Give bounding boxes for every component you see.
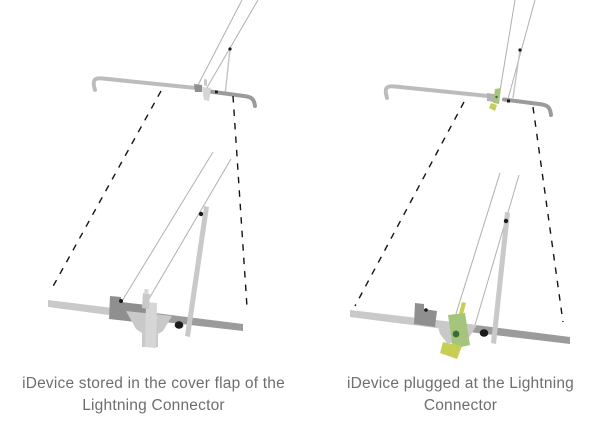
crossbar-dark-segment (452, 322, 570, 344)
steering-column-line (474, 174, 520, 326)
lightning-connector-tip (144, 289, 149, 295)
handlebar-right-segment (502, 97, 553, 117)
panel-stored-diagram (48, 0, 259, 348)
kickstand-bar (185, 206, 209, 337)
overview-stored (91, 0, 259, 108)
pivot-bolt (174, 321, 184, 329)
dashed-guide-left (50, 90, 162, 291)
strut-pivot-dot (518, 48, 522, 52)
caption-plugged-line-1: iDevice plugged at the Lightning (346, 375, 574, 392)
cover-flap-small (202, 87, 211, 101)
handlebar-right-segment (204, 89, 257, 108)
kickstand-pivot-dot (198, 211, 204, 217)
caption-plugged-line-2: Connector (423, 396, 498, 414)
support-strut (224, 48, 231, 96)
crossbar-dark-segment (155, 313, 243, 331)
bolt-dot (215, 90, 218, 94)
steering-column-line (498, 0, 516, 98)
cover-flap-stem (145, 302, 157, 348)
bracket-pivot-dot (119, 299, 123, 303)
pivot-bolt (479, 329, 489, 337)
handlebar-left-segment (91, 76, 198, 92)
idevice-button-dot (452, 330, 460, 338)
magnifier-guides-plugged (354, 101, 564, 323)
caption-stored: iDevice stored in the cover flap of the … (0, 373, 307, 416)
steering-column-line (121, 151, 214, 302)
steering-column-line (142, 158, 232, 310)
bolt-dot (507, 99, 510, 103)
dashed-guide-right (232, 95, 248, 308)
mount-bracket (194, 84, 202, 92)
dashed-guide-left (354, 101, 465, 307)
dashed-guide-right (532, 106, 564, 323)
panel-plugged-diagram (350, 0, 570, 359)
steering-column-line (454, 172, 501, 318)
caption-plugged: iDevice plugged at the Lightning Connect… (307, 373, 614, 416)
idevice-tip-small (489, 103, 497, 111)
magnifier-guides-stored (50, 90, 248, 308)
bracket-pivot-dot (424, 308, 428, 312)
idevice-body (448, 313, 470, 349)
mount-bracket (487, 93, 494, 102)
idevice-button-dot (495, 95, 498, 99)
figure-canvas (48, 0, 570, 359)
mount-bracket (414, 303, 437, 327)
caption-stored-line-1: iDevice stored in the cover flap of the (22, 375, 285, 392)
idevice-tip (440, 342, 462, 359)
support-strut (512, 49, 521, 99)
connector-pin-small (204, 79, 207, 86)
overview-plugged (383, 0, 553, 117)
caption-stored-line-2: Lightning Connector (82, 396, 225, 414)
kickstand-pivot-dot (503, 218, 509, 224)
detail-stored (48, 151, 243, 348)
handlebar-left-segment (383, 84, 490, 100)
steering-column-line (204, 0, 259, 92)
detail-plugged (350, 172, 570, 359)
strut-pivot-dot (228, 47, 232, 51)
steering-column-line (196, 0, 243, 88)
kickstand-bar (491, 212, 510, 344)
lightning-connector-pin (142, 293, 150, 309)
